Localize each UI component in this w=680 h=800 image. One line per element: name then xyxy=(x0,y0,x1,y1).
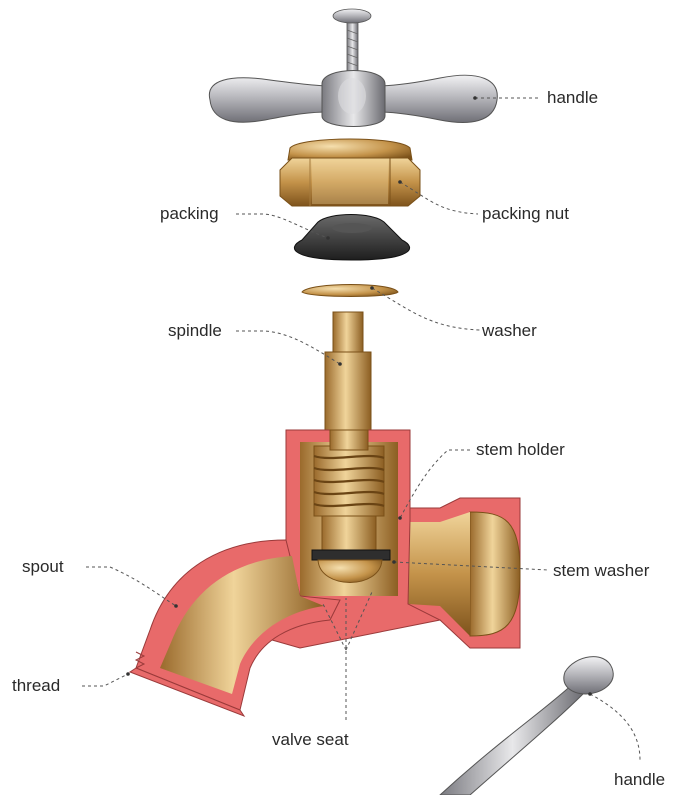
top-handle xyxy=(209,9,497,127)
label-packing-nut: packing nut xyxy=(482,204,569,224)
label-packing: packing xyxy=(160,204,219,224)
screw-head xyxy=(333,9,371,23)
label-spindle: spindle xyxy=(168,321,222,341)
label-handle-top: handle xyxy=(547,88,598,108)
label-stem-washer: stem washer xyxy=(553,561,649,581)
label-stem-holder: stem holder xyxy=(476,440,565,460)
handle-screw xyxy=(347,20,358,78)
stem-holder xyxy=(314,446,384,552)
stem-washer xyxy=(312,550,390,560)
label-thread: thread xyxy=(12,676,60,696)
lever-handle xyxy=(440,657,613,795)
label-spout: spout xyxy=(22,557,64,577)
label-washer: washer xyxy=(482,321,537,341)
label-valve-seat: valve seat xyxy=(272,730,349,750)
valve-body xyxy=(130,430,520,716)
packing-nut xyxy=(280,139,420,206)
packing xyxy=(294,215,409,261)
label-handle-bottom: handle xyxy=(614,770,665,790)
